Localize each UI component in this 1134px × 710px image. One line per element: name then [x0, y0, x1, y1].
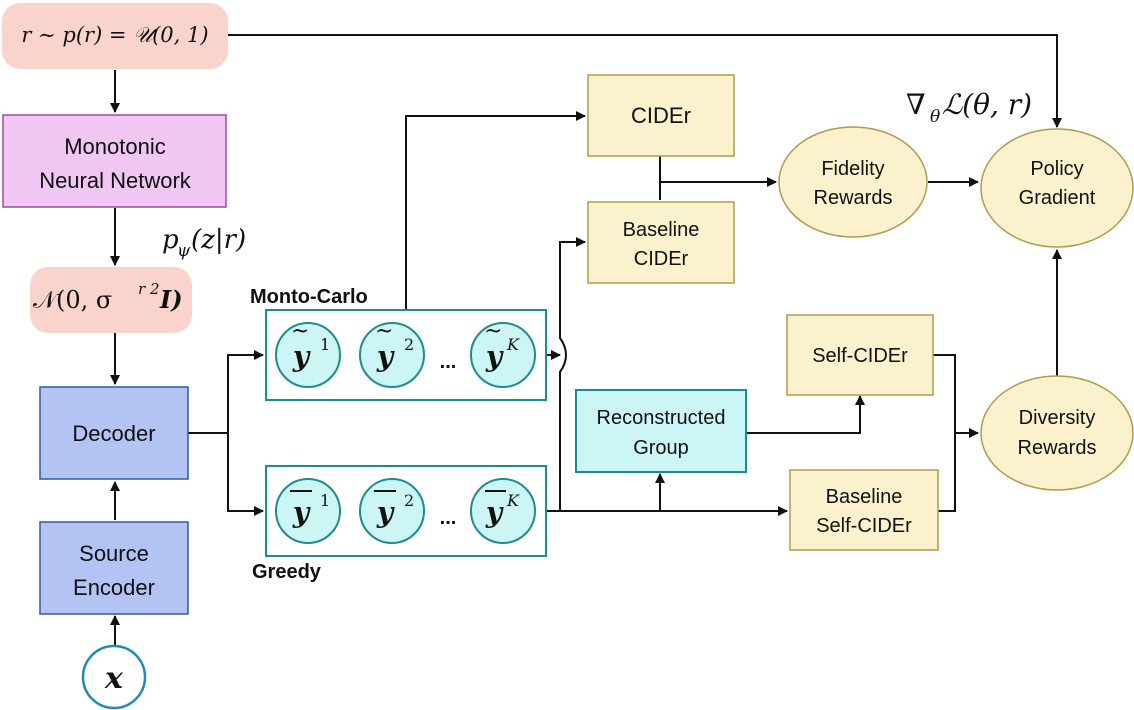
- svg-text:~: ~: [484, 319, 502, 344]
- diversity-line2: Rewards: [1018, 437, 1097, 459]
- prior-node: r ∼ p(r) = 𝒰(0, 1): [2, 3, 228, 69]
- baseline-cider-box: [587, 201, 735, 284]
- decoder-box: [39, 386, 189, 480]
- reconstructed-to-self-cider-arrow: [746, 395, 865, 434]
- source-encoder-line2: Encoder: [73, 575, 155, 600]
- policy-line2: Gradient: [1019, 187, 1096, 209]
- self-cider-node: Self-CIDEr: [786, 314, 934, 396]
- monotonic-label-line1: Monotonic: [64, 134, 166, 159]
- source-encoder-box: [39, 521, 189, 615]
- baseline-self-cider-line1: Baseline: [826, 486, 903, 508]
- reconstructed-group-node: Reconstructed Group: [575, 389, 747, 473]
- x-node: x: [81, 644, 147, 710]
- self-cider-label: Self-CIDEr: [812, 345, 908, 367]
- monte-carlo-group: y ~ 1 y ~ 2 ... y ~ K: [265, 309, 547, 401]
- greedy-sample-2: y 2: [359, 478, 425, 544]
- greedy-ellipsis: ...: [440, 507, 457, 529]
- mc-sample-2: y ~ 2: [359, 319, 425, 388]
- mc-ellipsis: ...: [440, 351, 457, 373]
- fidelity-line2: Rewards: [814, 187, 893, 209]
- svg-text:K: K: [506, 335, 520, 354]
- x-label: x: [104, 661, 124, 696]
- svg-text:~: ~: [375, 319, 393, 344]
- monotonic-label-line2: Neural Network: [39, 168, 192, 193]
- reconstructed-line1: Reconstructed: [597, 407, 726, 429]
- gaussian-box: [30, 267, 192, 333]
- monte-carlo-label: Monto-Carlo: [250, 286, 368, 308]
- grad-sub: θ: [930, 107, 940, 127]
- gaussian-rest: I): [159, 285, 183, 314]
- self-cider-box: [786, 314, 934, 396]
- grad-rest: ℒ(θ, r): [942, 88, 1032, 121]
- policy-line1: Policy: [1030, 158, 1083, 180]
- decoder-label: Decoder: [72, 421, 155, 446]
- greedy-sample-k: y K: [470, 478, 536, 544]
- fidelity-ellipse: [778, 126, 928, 238]
- greedy-label: Greedy: [252, 561, 322, 583]
- svg-text:y: y: [292, 496, 311, 529]
- fidelity-rewards-node: Fidelity Rewards: [778, 126, 928, 238]
- source-encoder-node: Source Encoder: [39, 521, 189, 615]
- baseline-self-cider-node: Baseline Self-CIDEr: [789, 469, 939, 551]
- p-psi-sub: ψ: [177, 241, 191, 261]
- baseline-self-cider-line2: Self-CIDEr: [816, 515, 912, 537]
- svg-text:y: y: [292, 340, 311, 373]
- greedy-to-reconstructed-arrow: [560, 473, 665, 512]
- diversity-ellipse: [980, 375, 1134, 491]
- svg-text:1: 1: [320, 491, 330, 510]
- svg-text:~: ~: [291, 319, 309, 344]
- svg-text:2: 2: [404, 491, 414, 510]
- greedy-sample-1: y 1: [275, 478, 341, 544]
- svg-text:y: y: [376, 340, 395, 373]
- reconstructed-line2: Group: [633, 437, 689, 459]
- p-psi-p: p: [162, 225, 179, 255]
- mc-to-cider-arrow: [405, 111, 586, 310]
- svg-text:2: 2: [404, 335, 414, 354]
- svg-text:y: y: [485, 496, 504, 529]
- p-psi-rest: (z|r): [191, 225, 246, 255]
- mc-sample-1: y ~ 1: [275, 319, 341, 388]
- gaussian-text: 𝒩(0, σ: [33, 286, 112, 314]
- svg-text:1: 1: [320, 335, 330, 354]
- reconstructed-group-box: [575, 389, 747, 473]
- monotonic-node: Monotonic Neural Network: [2, 114, 227, 208]
- gradient-label: ∇ θ ℒ(θ, r): [906, 88, 1032, 127]
- p-psi-label: p ψ (z|r): [162, 225, 246, 261]
- x-circle: [81, 644, 147, 710]
- prior-box: [2, 3, 228, 69]
- decoder-to-mc-arrow: [227, 350, 264, 433]
- baseline-self-cider-box: [789, 469, 939, 551]
- source-encoder-line1: Source: [79, 541, 149, 566]
- baseline-cider-line1: Baseline: [623, 219, 700, 241]
- grad-nabla: ∇: [906, 88, 926, 121]
- svg-text:K: K: [506, 491, 520, 510]
- prior-to-policy-arrow: [228, 34, 1062, 128]
- greedy-group: y 1 y 2 ... y K: [265, 465, 547, 557]
- diversity-rewards-node: Diversity Rewards: [980, 375, 1134, 491]
- svg-text:y: y: [376, 496, 395, 529]
- gaussian-node: 𝒩(0, σ r 2 I): [30, 267, 192, 333]
- cider-box: [587, 74, 735, 157]
- baseline-cider-line2: CIDEr: [634, 248, 689, 270]
- baseline-cider-node: Baseline CIDEr: [587, 201, 735, 284]
- decoder-to-greedy-arrow: [227, 433, 264, 516]
- policy-gradient-node: Policy Gradient: [980, 128, 1134, 248]
- mc-sample-k: y ~ K: [470, 319, 536, 388]
- decoder-node: Decoder: [39, 386, 189, 480]
- cider-node: CIDEr: [587, 74, 735, 157]
- cider-label: CIDEr: [631, 103, 691, 128]
- policy-ellipse: [980, 128, 1134, 248]
- gaussian-sup: r 2: [138, 280, 159, 298]
- greedy-to-baseline-cider-arrow: [546, 237, 586, 512]
- prior-text: r ∼ p(r) = 𝒰(0, 1): [21, 23, 208, 47]
- connectors: [110, 34, 1062, 648]
- svg-text:y: y: [485, 340, 504, 373]
- monotonic-box: [2, 114, 227, 208]
- diversity-line1: Diversity: [1019, 407, 1096, 429]
- fidelity-line1: Fidelity: [821, 158, 884, 180]
